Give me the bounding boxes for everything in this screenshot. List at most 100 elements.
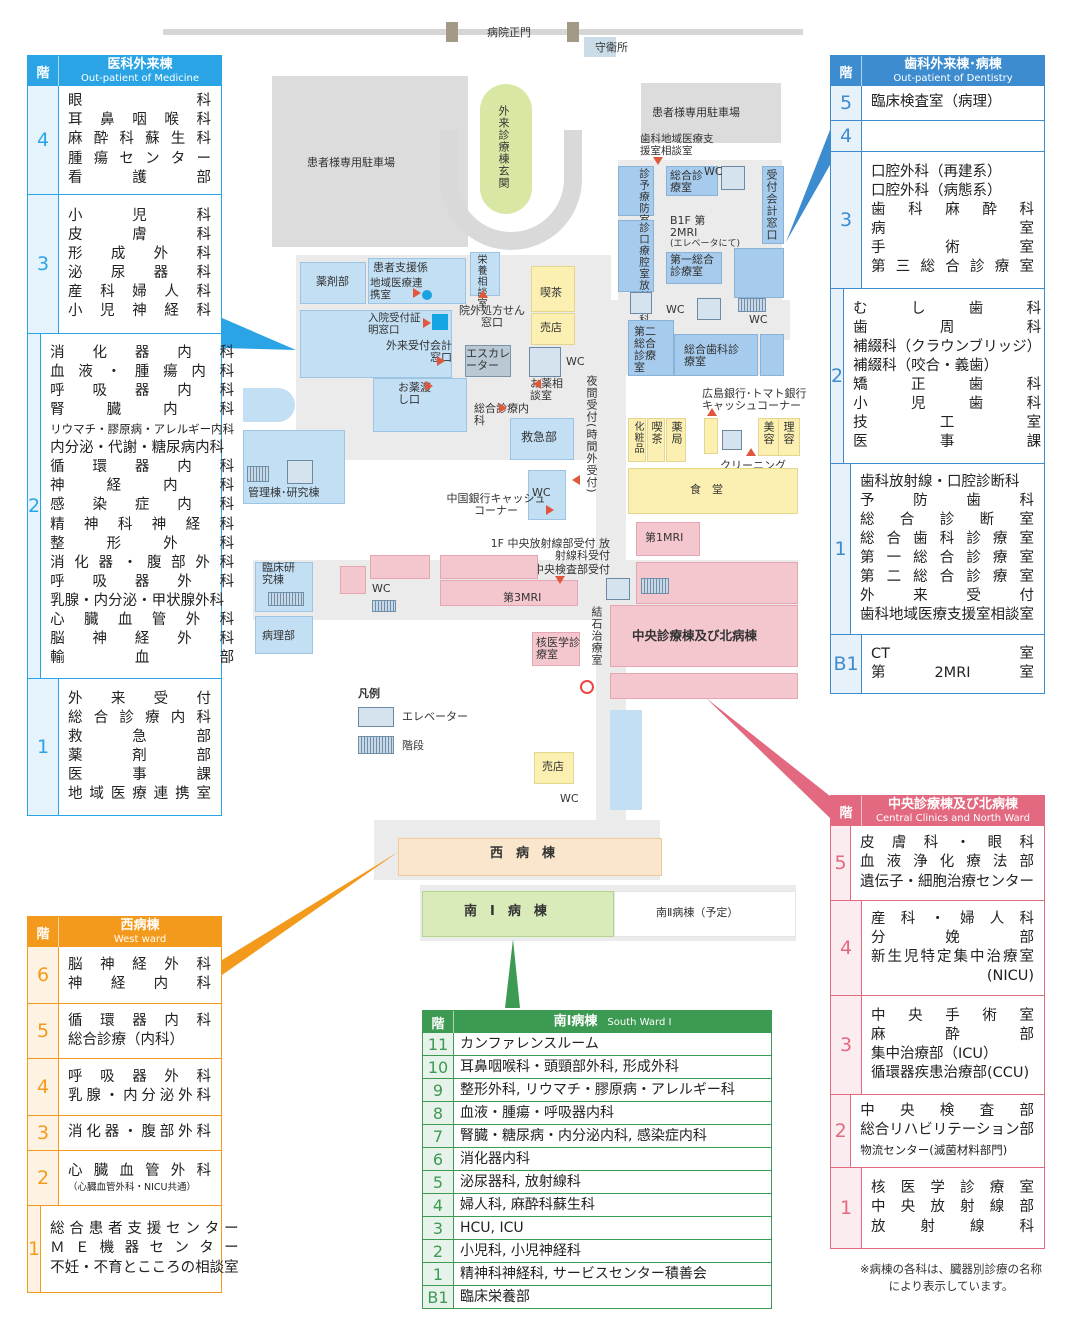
department-item: 産科・婦人科 (871, 910, 1034, 927)
department-item: 中央検査部 (860, 1103, 1034, 1120)
department-item: 整形外科, リウマチ・膠原病・アレルギー科 (460, 1081, 735, 1098)
south2-box (614, 891, 796, 937)
department-item: 予防歯科 (860, 492, 1034, 509)
department-item: 技工室 (853, 415, 1042, 432)
department-item: 乳腺・内分泌外科 (68, 1088, 211, 1104)
research-label: 臨床研究棟 (262, 561, 295, 586)
department-list: 口腔外科（再建系）口腔外科（病態系）歯科麻酔科病室手術室第三総合診療室 (862, 152, 1044, 288)
department-item: 乳腺・内分泌・甲状腺外科 (50, 592, 225, 609)
hiroshima-label: 広島銀行･トマト銀行キャッシュコーナー (702, 387, 807, 412)
second-gen-dent-label: 第二総合診療室 (634, 325, 656, 374)
department-item: 呼吸器外科 (50, 573, 235, 590)
drugstore-room (666, 418, 686, 462)
panel-dentistry-title: 歯科外来棟･病棟 (904, 57, 1002, 73)
department-list: 産科・婦人科分娩部新生児特定集中治療室(NICU) (862, 901, 1044, 995)
department-item: 小児科, 小児神経科 (460, 1242, 581, 1259)
department-item: 消化器内科 (460, 1150, 530, 1167)
floor-number: 3 (28, 1116, 59, 1150)
cosmetics-room (628, 418, 646, 462)
stairs-5 (738, 298, 766, 312)
department-item: リウマチ・膠原病・アレルギー内科 (50, 422, 235, 437)
floor-number: 3 (28, 195, 59, 333)
department-list: 臨床栄養部 (454, 1286, 771, 1308)
floor-number: B1 (831, 635, 862, 693)
wc-6: WC (666, 303, 685, 316)
department-list: 心臓血管外科（心臓血管外科・NICU共通） (59, 1151, 221, 1205)
south1-box (422, 891, 614, 937)
panel-central-title: 中央診療棟及び北病棟 (887, 797, 1018, 813)
department-item: 精神科神経科 (50, 516, 235, 533)
department-item: HCU, ICU (460, 1219, 524, 1236)
department-item: 医事課 (68, 767, 211, 784)
elevator-3 (606, 578, 630, 600)
dot-1 (422, 290, 432, 300)
department-item: 消化器内科 (50, 344, 235, 361)
department-item: 総合診療（内科） (68, 1032, 184, 1048)
floor-number: 2 (423, 1240, 454, 1262)
emergency-label: 救急部 (521, 430, 558, 444)
reception-dent-label: 受付会計窓口 (765, 169, 778, 241)
outpatient-desk-label: 外来受付会計窓口 (386, 339, 452, 364)
floor-number: 4 (28, 86, 59, 194)
department-list: 小児科皮膚科形成外科泌尿器科産科婦人科小児神経科 (59, 195, 221, 333)
escalator-box (465, 345, 511, 377)
department-item: 小児神経科 (68, 303, 211, 320)
arrow-12 (707, 408, 717, 416)
department-item: 心臓血管外科 (50, 612, 235, 629)
department-item: 第一総合診療室 (860, 550, 1034, 566)
panel-dentistry-header: 階 歯科外来棟･病棟 Out-patient of Dentistry (831, 56, 1044, 86)
floor-number: 6 (423, 1148, 454, 1170)
west-arc (243, 388, 295, 422)
mri1-room (636, 522, 700, 556)
floor-number: 5 (831, 826, 851, 900)
arrow-1 (413, 288, 421, 298)
wc-4: WC (560, 792, 579, 805)
department-item: 循環器内科 (68, 1012, 211, 1029)
department-item: 麻酔部 (871, 1026, 1034, 1043)
dental-block-3 (760, 334, 784, 376)
gate-road (163, 29, 803, 35)
department-item: むし歯科 (853, 300, 1042, 317)
panel-medicine-header: 階 医科外来棟 Out-patient of Medicine (28, 56, 221, 86)
department-item: 遺伝子・細胞治療センター (860, 873, 1034, 890)
department-list: 循環器内科総合診療（内科） (59, 1004, 221, 1058)
floor-number: 5 (423, 1171, 454, 1193)
department-item: 皮膚科・眼科 (860, 835, 1034, 852)
legend-title: 凡例 (358, 687, 380, 700)
connector-south (505, 939, 520, 1008)
night-desk-label: 夜間受付(時間外受付) (585, 375, 598, 494)
department-list: 泌尿器科, 放射線科 (454, 1171, 771, 1193)
parking-west (272, 76, 468, 247)
first-gen-dent-room (666, 252, 722, 284)
department-list: 精神科神経科, サービスセンター積善会 (454, 1263, 771, 1285)
floor-number: 5 (831, 86, 862, 120)
elevator-4 (722, 430, 742, 450)
nutrition-room (470, 252, 500, 296)
department-item: 総合診断室 (860, 511, 1034, 528)
department-item: 矯正歯科 (853, 377, 1042, 393)
arrow-13 (746, 448, 756, 456)
department-item: 救急部 (68, 728, 211, 745)
floor-number: 2 (831, 289, 845, 463)
department-item: 小児歯科 (853, 396, 1042, 413)
central-label: 中央診療棟及び北病棟 (632, 628, 758, 643)
department-item: 補綴科（クラウンブリッジ） (853, 338, 1042, 355)
floor-number: 10 (423, 1056, 454, 1078)
department-item: 集中治療部（ICU） (871, 1046, 998, 1062)
department-list: 消化器・腹部外科 (59, 1116, 221, 1150)
floor-col-header: 階 (28, 56, 59, 86)
department-list: HCU, ICU (454, 1217, 771, 1239)
wc-5: WC (704, 165, 723, 178)
cafe-room-1 (531, 266, 575, 312)
